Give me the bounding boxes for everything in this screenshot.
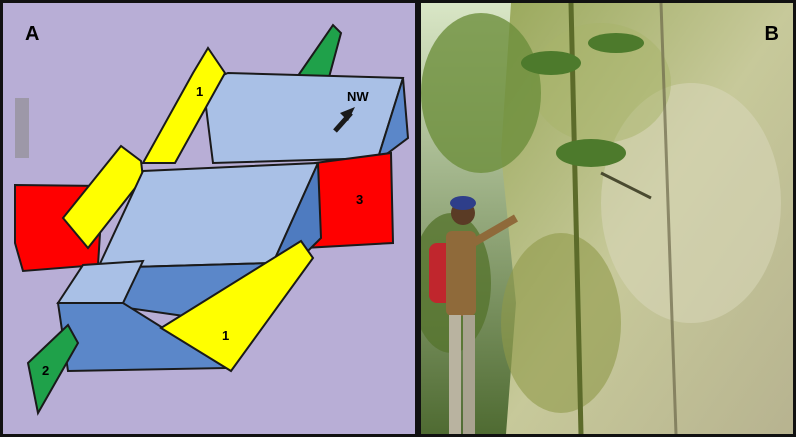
- block-diagram: 1 1 3 2 NW: [3, 3, 415, 434]
- leaf: [521, 51, 581, 75]
- zone-label-1-bottom: 1: [222, 328, 229, 343]
- upper-block-top: [203, 73, 403, 163]
- panel-label-b: B: [765, 23, 779, 46]
- zone-label-2: 2: [42, 363, 49, 378]
- leaf: [588, 33, 644, 53]
- leaf: [556, 139, 626, 167]
- moss-patch: [501, 233, 621, 413]
- foliage: [421, 13, 541, 173]
- panel-label-a: A: [25, 23, 39, 46]
- zone-label-3: 3: [356, 192, 363, 207]
- zone-label-1-top: 1: [196, 84, 203, 99]
- direction-label: NW: [347, 89, 369, 104]
- panel-b: B: [418, 0, 796, 437]
- panel-a: 1 1 3 2 NW A: [0, 0, 418, 437]
- edge-mark: [15, 98, 29, 158]
- field-photo: [421, 3, 793, 434]
